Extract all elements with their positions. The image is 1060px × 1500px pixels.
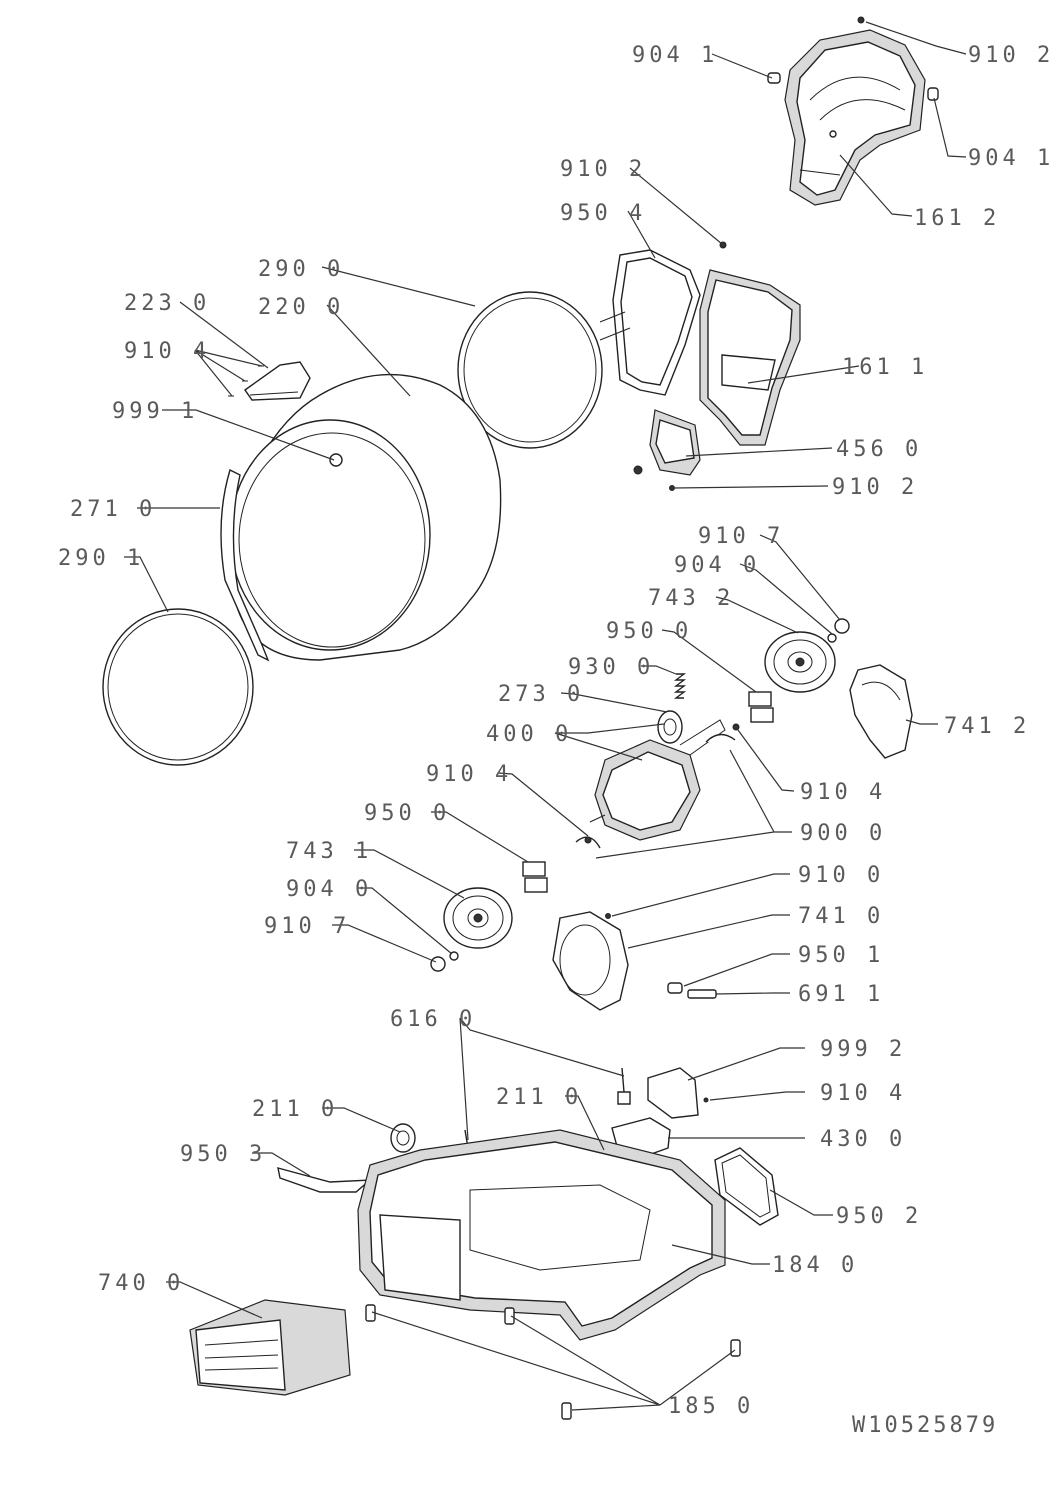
leader-lines (124, 21, 967, 1411)
label-910-2-a: 910 2 (968, 43, 1054, 68)
part-900-0-clip-a (705, 733, 736, 743)
label-741-2: 741 2 (944, 714, 1030, 739)
label-290-0: 290 0 (258, 257, 344, 282)
label-211-0-a: 211 0 (252, 1097, 338, 1122)
label-161-1: 161 1 (842, 355, 928, 380)
label-161-2: 161 2 (914, 206, 1000, 231)
label-904-0-b: 904 0 (286, 877, 372, 902)
part-950-3-gasket-strip (277, 1167, 373, 1193)
label-910-4-d: 910 4 (820, 1081, 906, 1106)
part-fold-lines (599, 311, 631, 341)
part-223-0-lifter (244, 361, 311, 401)
label-220-0: 220 0 (258, 295, 344, 320)
label-456-0: 456 0 (836, 437, 922, 462)
label-691-1: 691 1 (798, 982, 884, 1007)
label-904-0-a: 904 0 (674, 553, 760, 578)
label-930-0: 930 0 (568, 655, 654, 680)
part-290-0-seal-ring (457, 291, 603, 449)
drawing-code: W10525879 (852, 1413, 998, 1438)
part-904-1-plug-a (767, 72, 781, 84)
label-900-0: 900 0 (800, 821, 886, 846)
part-950-1-grommet (667, 982, 683, 994)
part-273-0-pulley (657, 710, 683, 744)
part-904-0-washer-a (827, 633, 837, 643)
label-904-1-b: 904 1 (968, 146, 1054, 171)
part-741-2-fan-housing (849, 664, 913, 759)
label-910-2-c: 910 2 (832, 475, 918, 500)
part-950-0-shims-b (522, 861, 548, 893)
label-400-0: 400 0 (486, 722, 572, 747)
part-910-7-nut-a (834, 618, 850, 634)
part-910-0-screw (605, 913, 611, 919)
part-950-0-shims-a (748, 691, 774, 723)
label-271-0: 271 0 (70, 497, 156, 522)
part-950-4-gasket (612, 249, 701, 396)
part-910-4-screw-c (584, 836, 592, 844)
part-691-1-thermostat (687, 989, 717, 999)
label-950-1: 950 1 (798, 943, 884, 968)
label-223-0: 223 0 (124, 291, 210, 316)
part-999-2-cover (647, 1067, 699, 1119)
part-211-0-roller-a (390, 1123, 416, 1153)
label-211-0-b: 211 0 (496, 1085, 582, 1110)
label-741-0: 741 0 (798, 904, 884, 929)
label-910-7-a: 910 7 (698, 524, 784, 549)
label-184-0: 184 0 (772, 1253, 858, 1278)
part-220-0-drum (229, 373, 502, 661)
part-290-1-seal-ring (102, 608, 254, 766)
label-740-0: 740 0 (98, 1271, 184, 1296)
label-950-0-a: 950 0 (606, 619, 692, 644)
part-910-4-screw-d (703, 1097, 709, 1103)
part-271-0-flange (220, 469, 270, 662)
part-labels: 904 1 910 2 904 1 161 2 910 2 950 4 290 … (58, 43, 1054, 1438)
label-743-2: 743 2 (648, 586, 734, 611)
part-456-0-module (633, 409, 701, 491)
part-616-0-pin-b (617, 1067, 631, 1105)
part-930-0-spring (673, 673, 687, 699)
label-910-4-b: 910 4 (426, 762, 512, 787)
part-741-0-fan-housing (552, 911, 629, 1011)
label-910-4-a: 910 4 (124, 339, 210, 364)
label-950-2: 950 2 (836, 1204, 922, 1229)
label-904-1-a: 904 1 (632, 43, 718, 68)
part-185-0-feet (365, 1304, 741, 1420)
part-910-7-nut-b (430, 956, 446, 972)
label-910-2-b: 910 2 (560, 157, 646, 182)
label-950-0-b: 950 0 (364, 801, 450, 826)
label-910-4-c: 910 4 (800, 780, 886, 805)
part-161-2-rear-duct (784, 29, 926, 206)
part-400-0-motor (589, 719, 726, 841)
label-999-1: 999 1 (112, 399, 198, 424)
label-950-3: 950 3 (180, 1142, 266, 1167)
part-910-2-screw-a (857, 16, 865, 24)
part-743-1-fan (443, 887, 513, 949)
label-999-2: 999 2 (820, 1037, 906, 1062)
label-290-1: 290 1 (58, 546, 144, 571)
part-184-0-base (357, 1129, 726, 1341)
label-185-0: 185 0 (668, 1394, 754, 1419)
label-616-0: 616 0 (390, 1007, 476, 1032)
label-743-1: 743 1 (286, 839, 372, 864)
part-904-1-plug-b (927, 87, 939, 101)
part-161-1-front-duct (699, 269, 801, 446)
label-430-0: 430 0 (820, 1127, 906, 1152)
part-743-2-fan (764, 631, 836, 693)
label-910-7-b: 910 7 (264, 914, 350, 939)
label-273-0: 273 0 (498, 682, 584, 707)
part-740-0-filter-housing (189, 1299, 351, 1396)
label-950-4: 950 4 (560, 201, 646, 226)
label-910-0: 910 0 (798, 863, 884, 888)
part-910-4-screw-b (732, 723, 740, 731)
